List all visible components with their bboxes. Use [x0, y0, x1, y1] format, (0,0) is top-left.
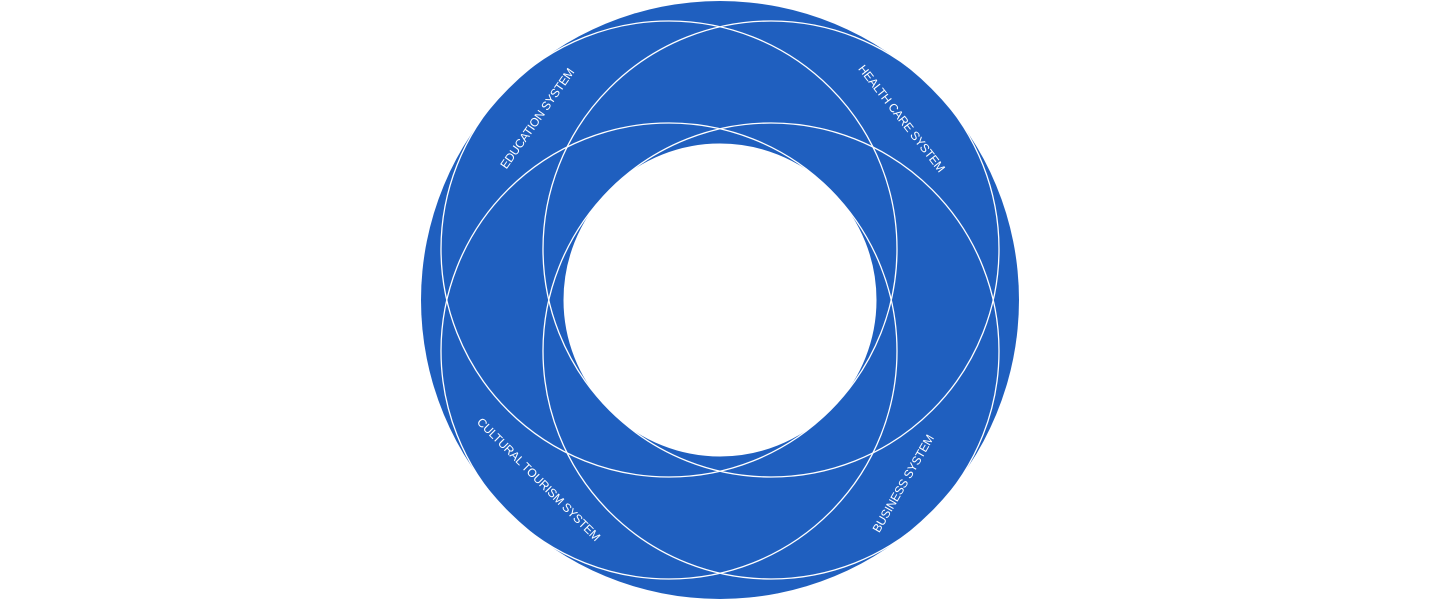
ring-hole: [563, 143, 877, 457]
segment-dividers: [440, 20, 1000, 580]
divider-arc-top: [542, 20, 1000, 478]
divider-arc-bottom: [440, 122, 898, 580]
divider-arc-left: [440, 20, 898, 478]
divider-arc-right: [542, 122, 1000, 580]
